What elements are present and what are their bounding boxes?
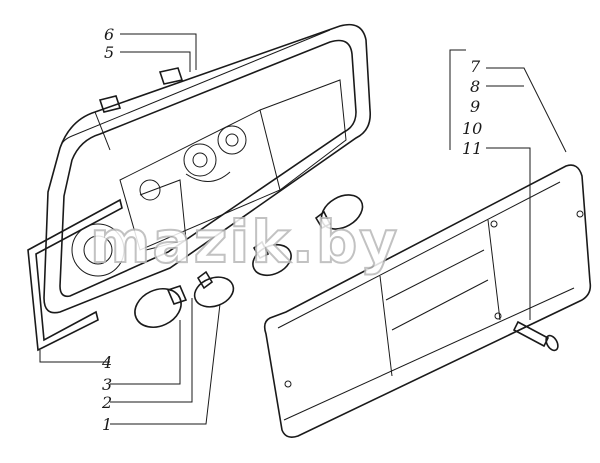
leader-lines xyxy=(39,33,567,425)
lamp-lens xyxy=(263,164,592,438)
callout-2: 2 xyxy=(101,393,112,412)
callout-3: 3 xyxy=(102,375,112,394)
bulb-top xyxy=(314,194,364,230)
bulb-small-1 xyxy=(193,270,235,308)
watermark: mazik.by xyxy=(90,208,399,276)
callout-4: 4 xyxy=(101,353,112,372)
callout-11: 11 xyxy=(462,139,482,158)
callout-5: 5 xyxy=(104,43,114,62)
callout-6: 6 xyxy=(104,25,114,44)
callout-9: 9 xyxy=(470,97,480,116)
bulb-small-2 xyxy=(252,240,292,277)
lamp-housing xyxy=(43,23,372,314)
callout-10: 10 xyxy=(462,119,482,138)
lens-screw xyxy=(512,320,559,352)
callout-1: 1 xyxy=(102,415,112,434)
gasket xyxy=(27,198,123,352)
callout-labels: 6 5 7 8 9 10 11 4 3 2 1 xyxy=(101,25,482,434)
callout-8: 8 xyxy=(470,77,480,96)
callout-7: 7 xyxy=(470,57,481,76)
bulb-large xyxy=(134,285,188,329)
